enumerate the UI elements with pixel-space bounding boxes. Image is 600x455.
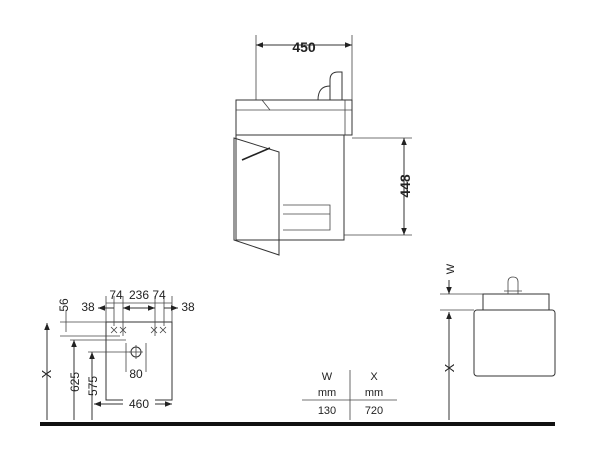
dim-74-left: 74 <box>109 288 123 302</box>
dim-575: 575 <box>86 376 100 396</box>
floor-line <box>40 422 555 426</box>
dim-38-right: 38 <box>181 300 195 314</box>
dim-236: 236 <box>129 288 149 302</box>
side-view: W X <box>440 263 556 420</box>
table-header-w: W <box>322 371 333 383</box>
dim-38-left: 38 <box>81 300 95 314</box>
table-unit-w: mm <box>318 387 336 399</box>
cabinet-body <box>235 135 345 241</box>
faucet-spout <box>317 85 331 101</box>
plan-outline <box>105 321 173 401</box>
dim-460: 460 <box>129 397 149 411</box>
dim-56: 56 <box>57 298 71 312</box>
side-x-label: X <box>442 363 457 372</box>
side-w-label: W <box>445 263 457 274</box>
basin-detail <box>261 99 346 135</box>
drain-center <box>129 345 143 359</box>
table-unit-x: mm <box>365 387 383 399</box>
faucet <box>329 71 343 100</box>
table-value-x: 720 <box>365 405 383 417</box>
dimension-table: W X mm mm 130 720 <box>302 370 397 420</box>
side-cabinet <box>473 309 556 377</box>
dim-x-label: X <box>39 369 54 378</box>
table-header-x: X <box>370 371 378 383</box>
basin-outline <box>235 99 353 136</box>
side-basin <box>482 293 550 311</box>
fixing-marks-left <box>110 326 127 334</box>
fixing-marks-right <box>150 326 167 334</box>
shelf <box>283 204 331 231</box>
dim-625: 625 <box>68 372 82 392</box>
table-value-w: 130 <box>318 405 336 417</box>
width-label: 450 <box>292 39 316 55</box>
height-label: 448 <box>397 174 413 198</box>
front-view: 450 448 <box>233 35 413 256</box>
dim-74-right: 74 <box>152 288 166 302</box>
side-faucet <box>507 276 519 294</box>
door-handle <box>241 147 271 161</box>
dim-80: 80 <box>129 367 143 381</box>
cabinet-door <box>233 137 280 256</box>
install-plan: 74 236 74 38 38 56 X 625 575 80 460 <box>39 288 195 420</box>
